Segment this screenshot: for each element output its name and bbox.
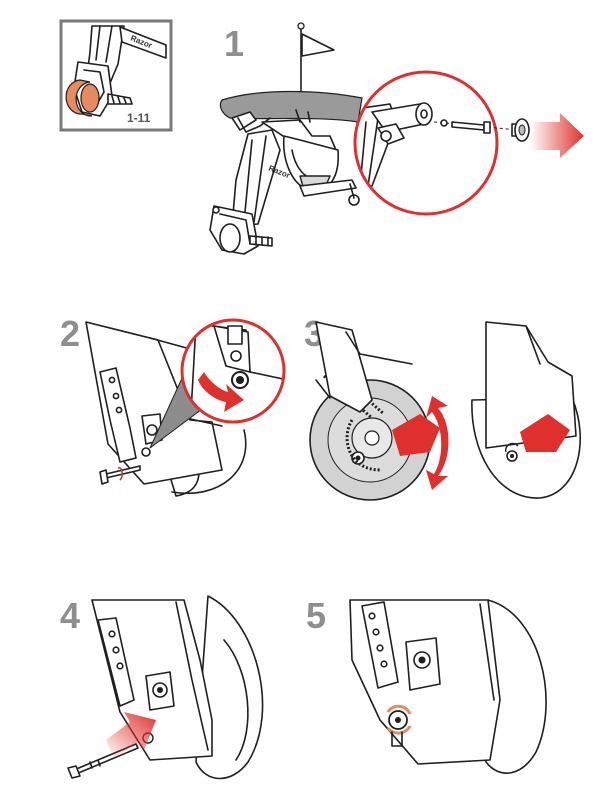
reference-inset: Razor 1-11 xyxy=(59,19,173,132)
step-1-scooter: Razor xyxy=(209,109,360,255)
step-2-number: 2 xyxy=(60,313,80,354)
inset-orange-wheel-highlight xyxy=(65,79,100,117)
step-3-side-view xyxy=(471,321,581,499)
step-2-screw xyxy=(99,465,141,485)
step-5: 5 xyxy=(306,595,547,774)
inset-reference-label: 1-11 xyxy=(127,111,151,125)
step-3-rotate-arrow xyxy=(426,396,449,490)
step-2: 2 xyxy=(60,313,286,497)
step-5-number: 5 xyxy=(306,595,326,636)
step-2-rotation-arrow xyxy=(198,372,244,412)
step-4: 4 xyxy=(60,595,264,780)
step-1-flag xyxy=(297,22,335,96)
step-4-direction-arrow xyxy=(106,712,156,758)
step-4-frame xyxy=(91,599,213,761)
step-1-direction-arrow xyxy=(530,113,584,158)
step-3: 3 xyxy=(304,313,581,501)
step-2-zoom-circle xyxy=(180,318,286,424)
step-3-side-hand-marker xyxy=(520,414,570,452)
step-3-chain xyxy=(323,370,385,472)
step-1-zoom-cone xyxy=(219,90,363,123)
step-5-nut xyxy=(386,704,412,747)
step-1-number: 1 xyxy=(224,23,244,64)
step-1-zoom-circle xyxy=(353,70,499,216)
step-1: 1 Razor xyxy=(209,22,584,255)
step-5-frame xyxy=(349,599,501,765)
step-1-hardware xyxy=(433,118,530,142)
step-4-bolt xyxy=(67,743,139,779)
step-4-number: 4 xyxy=(60,595,80,636)
step-3-hand-marker xyxy=(392,414,440,456)
